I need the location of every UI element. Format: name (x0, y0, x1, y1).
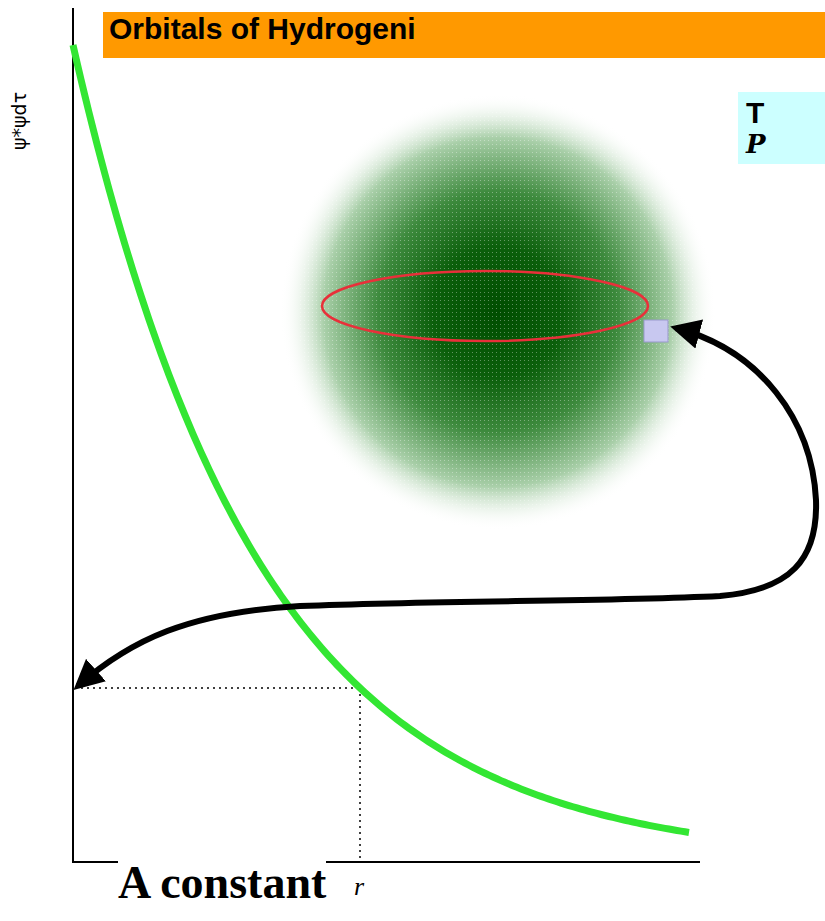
mapping-arrow (78, 328, 816, 686)
axis-label: r (354, 872, 364, 902)
axis-label: ψ*ψdτ (8, 92, 30, 150)
box-heading: T (746, 96, 817, 130)
cloud-texture (298, 112, 698, 512)
caption-text: A constant (118, 856, 326, 909)
volume-element (644, 320, 668, 342)
guide-line (75, 687, 360, 689)
shell-ellipse (322, 271, 648, 341)
guide-line (359, 688, 361, 860)
box-symbol: P (746, 130, 817, 158)
y-axis (72, 8, 74, 862)
title-banner: Orbitals of Hydrogeni (103, 12, 825, 58)
probability-curve (73, 45, 689, 832)
electron-cloud (280, 94, 716, 530)
note-box: TP (738, 92, 825, 164)
